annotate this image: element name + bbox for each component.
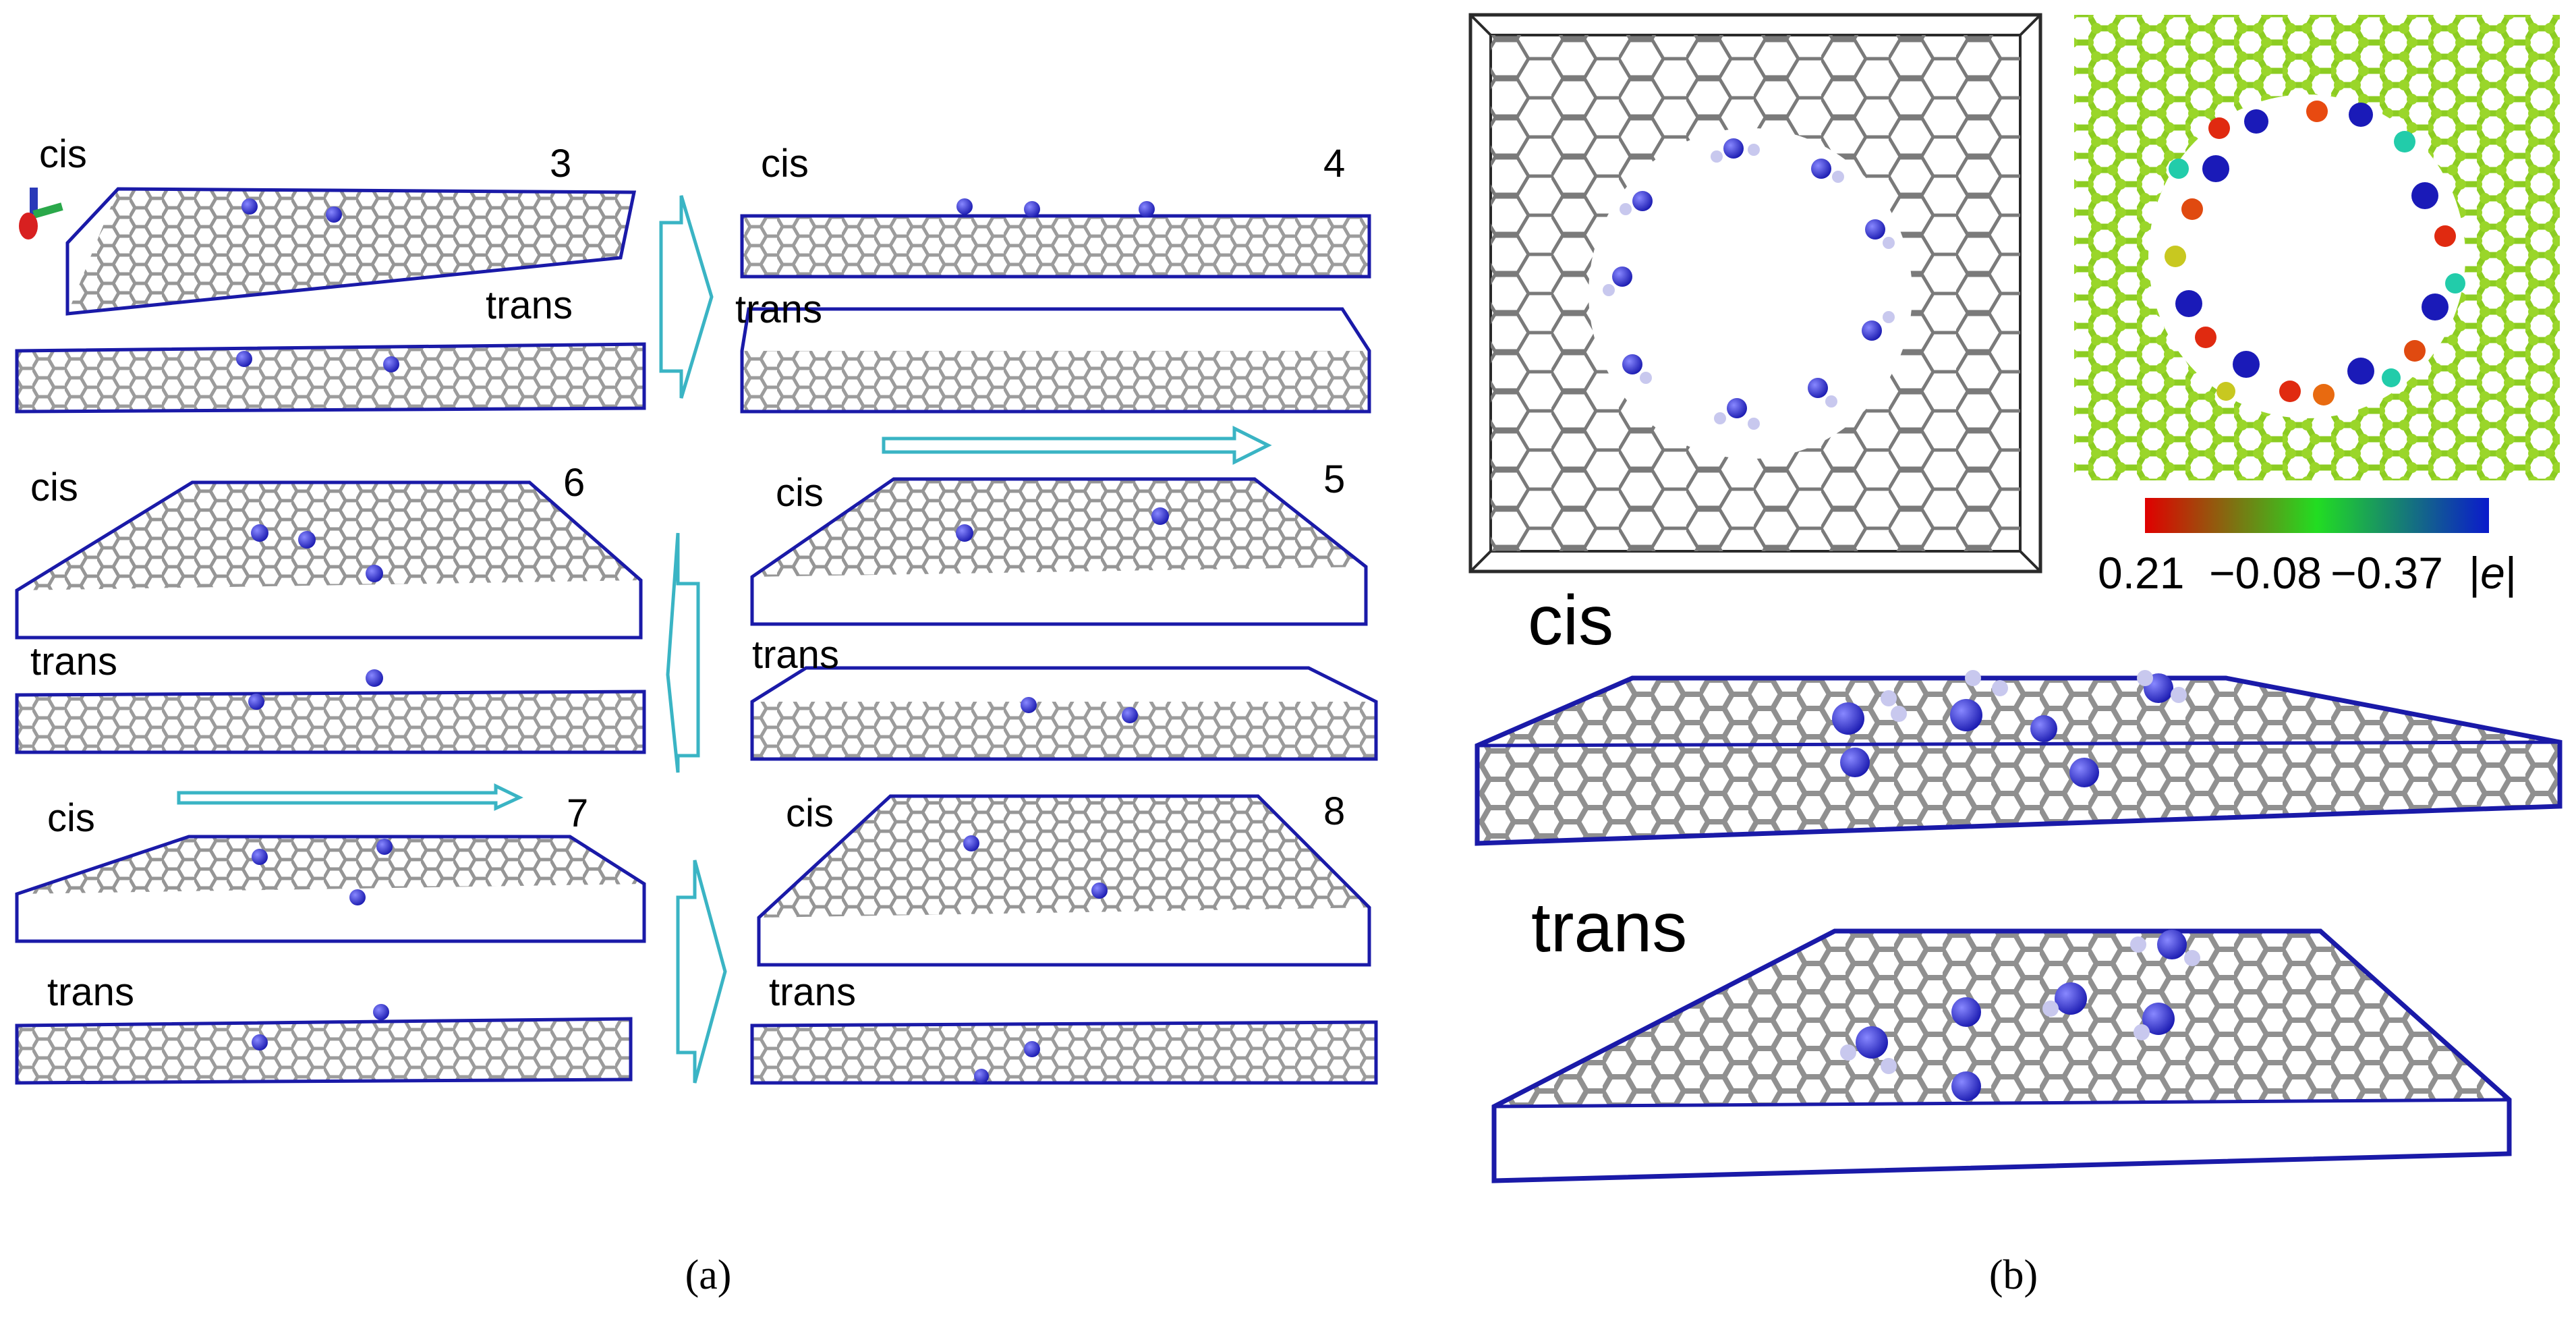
top-view [1468, 13, 2042, 573]
charge-map [2074, 15, 2560, 480]
cis-box-3 [65, 187, 637, 316]
colorbar: 0.21 −0.08 −0.37 |e| [2098, 498, 2517, 598]
cis-label: cis [1528, 582, 1613, 660]
trans-slab-8 [752, 1022, 1376, 1083]
trans-slab-4 [742, 351, 1369, 412]
cis-slab-6 [17, 482, 641, 590]
trans-label: trans [769, 970, 856, 1014]
pore [1588, 128, 1912, 459]
trans-box-5 [750, 666, 1378, 761]
trans-slab-7 [17, 1019, 631, 1083]
arrow-down-icon [882, 425, 1272, 466]
cis-label: cis [30, 466, 78, 509]
colorbar-tick-mid: −0.08 [2209, 548, 2322, 598]
trans-slab-6 [17, 692, 644, 752]
frame-7: cis 7 trans [15, 791, 646, 1085]
arrow-left-icon [666, 532, 700, 773]
trans-label: trans [47, 970, 134, 1014]
cis-slab-8 [759, 796, 1369, 918]
panel-b: 0.21 −0.08 −0.37 |e| cis [1468, 13, 2563, 1298]
panel-a-caption: (a) [685, 1252, 732, 1298]
large-trans-view: trans [1491, 889, 2512, 1183]
cis-label: cis [761, 142, 809, 186]
frame-number-label: 5 [1323, 457, 1345, 501]
frame-number-label: 8 [1323, 789, 1345, 833]
pore-edge-atoms [2165, 101, 2465, 405]
cis-box-5 [750, 477, 1368, 626]
arrow-right-icon [659, 195, 714, 399]
cis-box-8 [757, 794, 1371, 967]
frame-4: cis 4 trans [735, 142, 1371, 414]
cis-box-4 [740, 214, 1371, 279]
n-atoms [1856, 930, 2187, 1101]
trans-box-6 [15, 690, 646, 754]
large-cis-view: cis [1475, 582, 2563, 846]
trans-box-8 [750, 1020, 1378, 1085]
cis-slab-5 [752, 479, 1366, 577]
h-atoms [1840, 936, 2200, 1074]
frame-number-label: 7 [567, 791, 588, 835]
cis-label: cis [786, 791, 834, 835]
cis-slab-4 [742, 216, 1369, 277]
n-atoms [1832, 673, 2173, 787]
arrow-down-icon [177, 783, 523, 811]
n-atoms [1612, 138, 1885, 418]
colorbar-tick-max: 0.21 [2098, 548, 2184, 598]
arrow-right-icon [676, 860, 727, 1084]
frame-number-label: 4 [1323, 142, 1345, 186]
h-atoms [1603, 144, 1895, 430]
cis-slab-7 [17, 837, 644, 894]
trans-slab-5 [752, 702, 1376, 759]
cis-label: cis [776, 471, 824, 515]
cis-slab-3 [67, 189, 634, 314]
trans-label: trans [486, 283, 573, 327]
trans-label: trans [1531, 889, 1687, 967]
frame-5: cis 5 trans [750, 457, 1378, 761]
trans-label: trans [735, 287, 822, 331]
frame-3: cis 3 trans [15, 132, 646, 414]
trans-label: trans [30, 640, 117, 683]
trans-box-3 [15, 342, 646, 414]
colorbar-gradient [2145, 498, 2489, 533]
frame-6: cis 6 trans [15, 461, 646, 754]
axis-triad-icon [19, 188, 63, 240]
panel-b-caption: (b) [1989, 1252, 2038, 1298]
cis-label: cis [47, 796, 95, 840]
h-atoms [1881, 670, 2187, 722]
trans-box-7 [15, 1017, 633, 1085]
cis-label: cis [39, 132, 87, 176]
frame-8: cis 8 trans [750, 789, 1378, 1085]
frame-number-label: 6 [563, 461, 585, 505]
n-atoms [236, 198, 399, 372]
colorbar-tick-min: −0.37 [2330, 548, 2443, 598]
trans-label: trans [752, 633, 839, 677]
trans-box-4 [740, 307, 1371, 414]
cis-box-7 [15, 835, 646, 943]
trans-slab-3 [17, 344, 644, 412]
frame-number-label: 3 [550, 142, 571, 186]
sequence-arrows [177, 195, 1272, 1084]
colorbar-unit: |e| [2469, 548, 2517, 598]
panel-a: cis 3 trans cis 4 trans cis 6 trans [15, 132, 1378, 1298]
cis-box-6 [15, 480, 643, 640]
